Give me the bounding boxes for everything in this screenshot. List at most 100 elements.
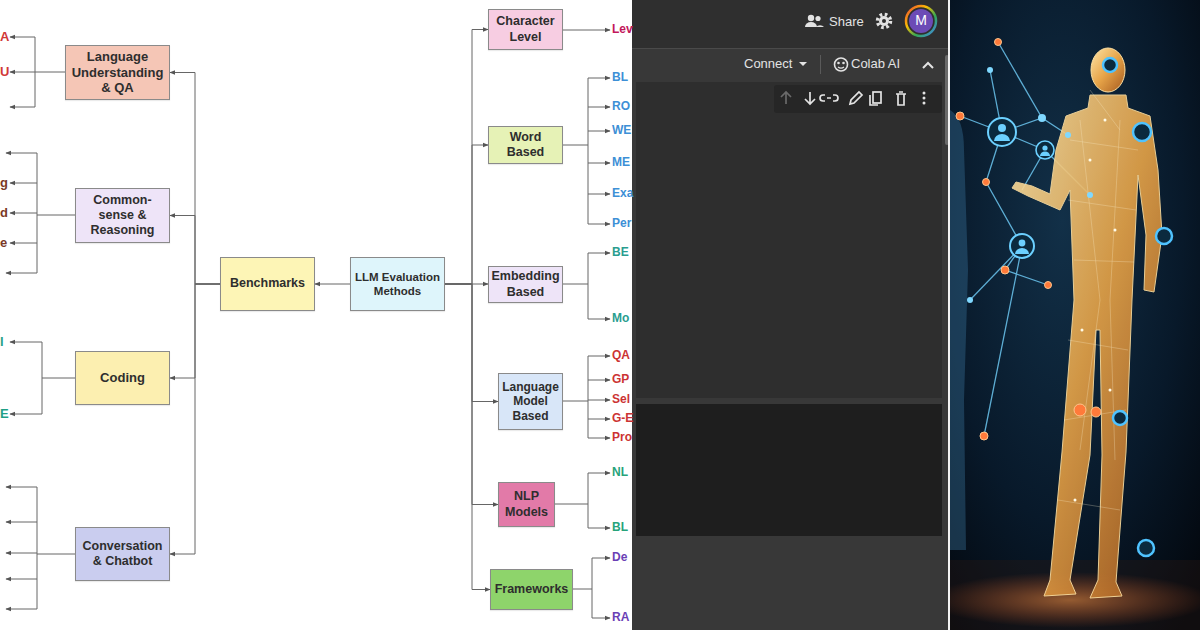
icon-body bbox=[1015, 248, 1029, 254]
metric-label: QA bbox=[612, 349, 630, 362]
leader-line bbox=[563, 30, 610, 31]
leader-trunk bbox=[37, 487, 75, 609]
icon-part bbox=[815, 16, 820, 21]
delete-icon bbox=[896, 92, 906, 105]
metric-label: WE bbox=[612, 124, 631, 137]
user-icon bbox=[988, 118, 1016, 146]
box-label: Language Model Based bbox=[502, 380, 559, 424]
edit-icon bbox=[850, 92, 862, 104]
icon-part bbox=[923, 92, 926, 95]
metric-label: g bbox=[0, 176, 8, 190]
sparkle bbox=[1089, 159, 1092, 162]
connector bbox=[445, 30, 488, 285]
branch-box: Benchmarks bbox=[220, 257, 315, 311]
colab-ai-icon bbox=[835, 58, 848, 71]
more-icon bbox=[923, 92, 926, 105]
leader-trunk bbox=[555, 473, 588, 528]
leader-line bbox=[588, 107, 610, 108]
sparkle bbox=[1104, 119, 1107, 122]
sparkle bbox=[1081, 329, 1084, 332]
metric-label: E bbox=[0, 407, 9, 421]
network-line bbox=[998, 42, 1042, 118]
metric-label: RO bbox=[612, 100, 630, 113]
copy-icon bbox=[870, 95, 878, 105]
avatar-circle bbox=[909, 9, 933, 33]
collapse-chevron bbox=[923, 63, 933, 68]
share-icon bbox=[805, 15, 824, 27]
icon-part bbox=[842, 62, 845, 65]
root-box: LLM Evaluation Methods bbox=[350, 257, 445, 311]
leader-line bbox=[10, 342, 42, 343]
metric-label: Pro bbox=[612, 431, 632, 444]
leader-line bbox=[588, 438, 610, 439]
metric-label: A bbox=[0, 30, 9, 44]
benchmark-category: Language Understanding & QA bbox=[65, 45, 170, 100]
box-label: NLP Models bbox=[502, 489, 551, 520]
link-icon bbox=[820, 95, 838, 101]
leader-line bbox=[592, 558, 610, 559]
icon-body bbox=[994, 134, 1010, 141]
leader-line bbox=[588, 78, 610, 79]
leader-trunk bbox=[563, 253, 588, 319]
metric-label: GP bbox=[612, 373, 629, 386]
orange-node bbox=[980, 432, 988, 440]
blue-node bbox=[967, 297, 973, 303]
leader-line bbox=[10, 107, 35, 108]
orange-joint bbox=[1074, 404, 1086, 416]
metric-label: NL bbox=[612, 466, 628, 479]
leader-line bbox=[6, 487, 37, 488]
move-up-icon bbox=[781, 92, 791, 104]
connector bbox=[445, 145, 488, 284]
benchmark-category: Coding bbox=[75, 351, 170, 405]
leader-line bbox=[588, 380, 610, 381]
leader-group bbox=[6, 30, 610, 618]
orange-node bbox=[956, 112, 964, 120]
box-label: Word Based bbox=[492, 130, 559, 161]
orange-node bbox=[1045, 282, 1052, 289]
joint-ring bbox=[1113, 411, 1127, 425]
leader-line bbox=[588, 419, 610, 420]
joint-ring bbox=[1156, 228, 1172, 244]
leader-trunk bbox=[573, 558, 592, 618]
leader-trunk bbox=[42, 342, 75, 414]
icon-ring bbox=[1010, 234, 1034, 258]
metric-label: BE bbox=[612, 246, 629, 259]
sparkle bbox=[1114, 229, 1117, 232]
icon-part bbox=[923, 102, 926, 105]
metric-label: Mo bbox=[612, 312, 629, 325]
leader-line bbox=[10, 213, 37, 214]
colab-panel bbox=[632, 0, 950, 630]
connector bbox=[170, 284, 220, 554]
joint-rings bbox=[1103, 58, 1172, 556]
metric-label: U bbox=[0, 65, 9, 79]
toolbar-divider bbox=[820, 55, 821, 74]
leader-line bbox=[588, 528, 610, 529]
metric-label: Exa bbox=[612, 187, 633, 200]
benchmark-category: Common-sense & Reasoning bbox=[75, 188, 170, 243]
toolbar-button: Share bbox=[829, 15, 864, 29]
orange-joint bbox=[1091, 407, 1101, 417]
metric-label: De bbox=[612, 551, 627, 564]
leader-line bbox=[6, 553, 37, 554]
dropdown-caret bbox=[799, 62, 807, 66]
avatar-letter: M bbox=[915, 13, 927, 28]
leader-line bbox=[588, 253, 610, 254]
icon-part bbox=[835, 58, 848, 71]
leader-line bbox=[588, 224, 610, 225]
box-label: Coding bbox=[100, 370, 145, 386]
panel-gap bbox=[948, 0, 950, 630]
gear-teeth bbox=[878, 15, 891, 28]
method-category: Embedding Based bbox=[488, 266, 563, 303]
leader-line bbox=[10, 37, 35, 38]
avatar-ring bbox=[906, 6, 936, 36]
icon-head bbox=[1019, 240, 1026, 247]
box-label: Frameworks bbox=[495, 582, 569, 597]
icon-ring bbox=[1036, 141, 1054, 159]
leader-line bbox=[592, 618, 610, 619]
leader-trunk bbox=[35, 37, 65, 107]
joint-ring bbox=[1103, 58, 1117, 72]
sparkle bbox=[1109, 389, 1112, 392]
gear-body bbox=[879, 16, 889, 26]
box-label: Language Understanding & QA bbox=[69, 49, 166, 97]
